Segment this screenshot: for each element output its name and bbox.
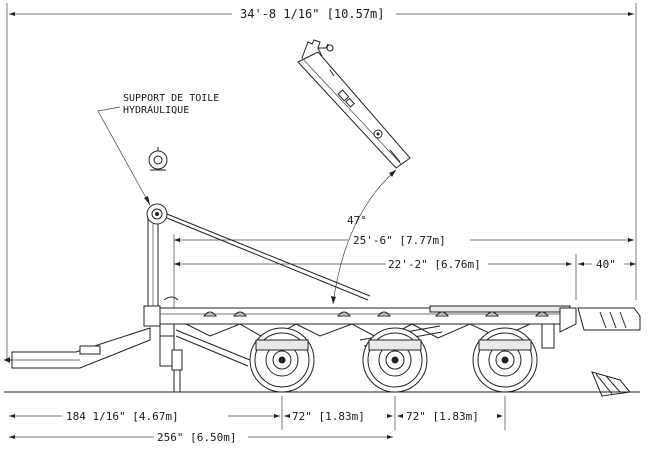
support-callout: SUPPORT DE TOILE HYDRAULIQUE <box>97 93 219 206</box>
front-to-axle-dimension: 184 1/16" [4.67m] <box>9 396 283 430</box>
trailer-frame <box>159 305 577 367</box>
length-25-dimension: 25'-6" [7.77m] <box>173 234 634 320</box>
axle-2-wheels <box>362 327 428 393</box>
raised-tarp-arm <box>297 39 411 169</box>
length-22-label: 22'-2" [6.76m] <box>388 258 481 271</box>
overall-length-label: 34'-8 1/16" [10.57m] <box>240 7 385 21</box>
hitch-to-axle-dimension: 256" [6.50m] <box>9 431 393 444</box>
axle-spacing-2-dimension: 72" [1.83m] <box>397 396 506 430</box>
axle-spacing-1-label: 72" [1.83m] <box>292 410 365 423</box>
rear-tarp-roll <box>577 307 641 397</box>
hydraulic-support-post <box>143 147 179 327</box>
support-label-line2: HYDRAULIQUE <box>123 105 189 116</box>
axle-3-wheels <box>472 327 538 393</box>
tarp-angle-arc: 47° <box>331 169 397 305</box>
hitch-assembly <box>4 327 186 393</box>
support-label-line1: SUPPORT DE TOILE <box>123 93 219 104</box>
axle-spacing-1-dimension: 72" [1.83m] <box>284 396 396 430</box>
tarp-angle-label: 47° <box>347 214 367 227</box>
length-22-dimension: 22'-2" [6.76m] <box>174 254 577 300</box>
front-to-axle-label: 184 1/16" [4.67m] <box>66 410 179 423</box>
hitch-to-axle-label: 256" [6.50m] <box>157 431 236 444</box>
overall-length-dimension: 34'-8 1/16" [10.57m] <box>6 3 637 360</box>
overhang-label: 40" <box>596 258 616 271</box>
axle-spacing-2-label: 72" [1.83m] <box>406 410 479 423</box>
length-25-label: 25'-6" [7.77m] <box>353 234 446 247</box>
overhang-dimension: 40" <box>578 258 636 271</box>
axle-1-wheels <box>249 327 315 393</box>
tarp-cable <box>161 211 371 301</box>
